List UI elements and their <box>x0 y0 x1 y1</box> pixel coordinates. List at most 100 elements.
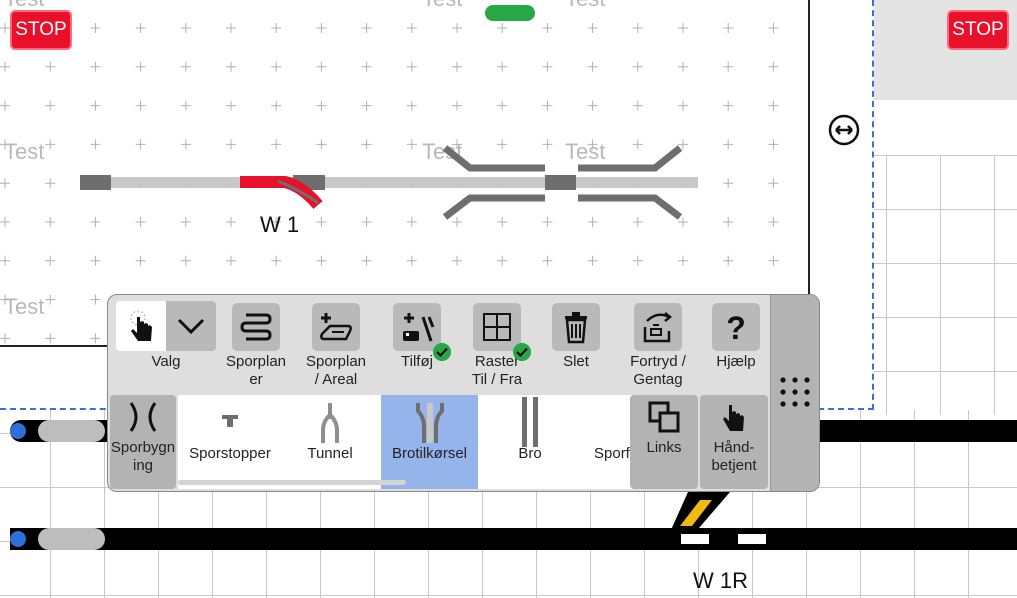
bridge-ramp-icon <box>415 403 444 443</box>
grid-plus-mark <box>361 23 372 33</box>
strip-item-tunnel[interactable]: Tunnel <box>286 395 374 489</box>
grid-plus-mark <box>452 23 462 33</box>
grid-plus-mark <box>632 61 643 72</box>
grid-plus-mark <box>632 23 643 33</box>
drag-dots-icon <box>780 377 810 407</box>
links-icon <box>630 395 698 439</box>
canvas-border <box>808 0 810 345</box>
test-label: Test <box>4 294 45 319</box>
track-layout-bottom[interactable] <box>0 410 1017 598</box>
grid-plus-mark <box>135 139 146 150</box>
grid-plus-mark <box>452 255 462 266</box>
test-label: Test <box>422 0 462 12</box>
grid-plus-mark <box>723 100 734 111</box>
chevron-down-icon[interactable] <box>166 301 216 351</box>
grid-plus-mark <box>768 61 779 72</box>
links-button[interactable]: Links <box>630 395 698 489</box>
grid-plus-mark <box>226 139 236 150</box>
toolbar-drag-handle[interactable] <box>770 295 819 491</box>
grid-plus-mark <box>45 178 56 189</box>
grid-plus-mark <box>316 61 327 72</box>
grid-plus-mark <box>497 255 508 266</box>
select-tool[interactable]: Valg <box>116 301 216 371</box>
grid-plus-mark <box>452 139 462 150</box>
grid-plus-mark <box>452 100 462 111</box>
grid-plus-mark <box>180 139 191 150</box>
grid-plus-mark <box>226 61 236 72</box>
grid-plus-mark <box>135 100 146 111</box>
strip-item-label: Sporstopper <box>189 445 271 462</box>
strip-item-label: Sporf <box>594 445 630 462</box>
strip-item-track[interactable]: Sporf <box>586 395 656 489</box>
grid-plus-mark <box>45 294 56 305</box>
grid-plus-mark <box>406 255 417 266</box>
grid-plus-mark <box>542 23 553 33</box>
grid-plus-mark <box>0 255 10 266</box>
grid-area-right[interactable] <box>874 155 1017 415</box>
signal-indicator[interactable] <box>485 5 535 21</box>
grid-plus-mark <box>316 217 327 227</box>
grid-plus-mark <box>135 61 146 72</box>
grid-plus-mark <box>45 217 56 227</box>
strip-item-bridge-ramp[interactable]: Brotilkørsel <box>381 395 478 489</box>
grid-plus-mark <box>271 23 282 33</box>
grid-plus-mark <box>497 217 508 227</box>
grid-plus-mark <box>361 217 372 227</box>
track-building-category-button[interactable]: Sporbygn ing <box>110 395 176 489</box>
grid-plus-mark <box>90 217 101 227</box>
grid-plus-mark <box>226 217 236 227</box>
grid-plus-mark <box>452 217 462 227</box>
grid-plus-mark <box>361 100 372 111</box>
grid-plus-mark <box>226 100 236 111</box>
check-icon <box>433 343 451 361</box>
stop-button-left[interactable]: STOP <box>10 10 72 50</box>
grid-plus-mark <box>316 100 327 111</box>
manual-operation-button[interactable]: Hånd- betjent <box>700 395 768 489</box>
track-plans-icon <box>232 303 280 351</box>
grid-plus-mark <box>497 61 508 72</box>
grid-plus-mark <box>768 255 779 266</box>
stop-button-right[interactable]: STOP <box>947 10 1009 50</box>
grid-plus-mark <box>768 139 779 150</box>
grid-toggle-button[interactable]: Raster Til / Fra <box>462 303 532 389</box>
grid-plus-mark <box>406 61 417 72</box>
track-plan-area-button[interactable]: Sporplan / Areal <box>302 303 370 389</box>
double-arrow-icon[interactable] <box>828 114 860 146</box>
grid-plus-mark <box>678 100 688 111</box>
grid-plus-mark <box>90 255 101 266</box>
track-layout-top[interactable] <box>0 0 808 260</box>
strip-item-label: Brotilkørsel <box>391 445 467 462</box>
track-plans-button[interactable]: Sporplan er <box>223 303 289 389</box>
grid-plus-mark <box>45 100 56 111</box>
grid-plus-mark <box>768 178 779 189</box>
grid-plus-mark <box>0 139 10 150</box>
grid-plus-mark <box>587 139 598 150</box>
track-building-label: Sporbygn ing <box>110 439 176 474</box>
undo-redo-button[interactable]: Fortryd / Gentag <box>618 303 698 389</box>
grid-plus-mark <box>45 61 56 72</box>
help-label: Hjælp <box>716 353 756 370</box>
grid-plus-mark <box>587 61 598 72</box>
grid-plus-mark <box>678 217 688 227</box>
help-button[interactable]: ? Hjælp <box>708 303 764 371</box>
strip-item-buffer-stop[interactable]: Sporstopper <box>182 395 278 489</box>
grid-plus-mark <box>497 139 508 150</box>
check-icon <box>513 343 531 361</box>
grid-plus-mark <box>632 139 643 150</box>
delete-button[interactable]: Slet <box>548 303 604 371</box>
strip-scrollbar[interactable] <box>178 480 406 485</box>
grid-plus-mark <box>587 255 598 266</box>
grid-plus-mark <box>45 333 56 344</box>
undo-redo-label: Fortryd / Gentag <box>630 353 686 388</box>
add-button[interactable]: Tilføj <box>386 303 451 371</box>
grid-plus-mark <box>406 217 417 227</box>
grid-plus-mark <box>90 23 101 33</box>
grid-plus-mark <box>135 217 146 227</box>
pointer-hand-icon[interactable] <box>116 301 166 351</box>
strip-item-bridge[interactable]: Bro <box>484 395 576 489</box>
track-building-icon <box>110 395 176 439</box>
grid-plus-mark <box>226 255 236 266</box>
grid-plus-mark <box>542 61 553 72</box>
grid-plus-mark <box>271 217 282 227</box>
test-label: Test <box>4 0 44 12</box>
